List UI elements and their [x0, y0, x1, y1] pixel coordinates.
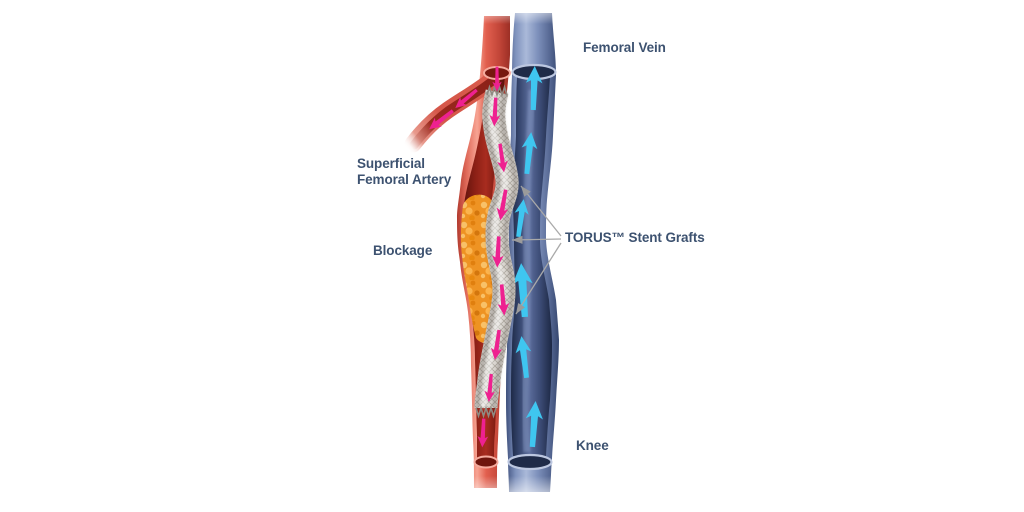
top-fade	[430, 0, 630, 24]
artery-branch-lumen	[409, 77, 496, 150]
artery-bottom-opening	[473, 455, 499, 469]
superficial-femoral-artery-label-line2: Femoral Artery	[357, 172, 452, 187]
superficial-femoral-artery-label-line1: Superficial	[357, 156, 425, 171]
stent-top-crown	[486, 84, 508, 98]
femoral-vein-label: Femoral Vein	[583, 40, 666, 55]
torus-stent-grafts-label: TORUS™ Stent Grafts	[565, 230, 705, 245]
vein-lumen	[511, 76, 552, 456]
knee-label: Knee	[576, 438, 609, 453]
leader-line-bottom	[515, 242, 562, 315]
stent-shading	[475, 91, 519, 409]
leader-line-top	[520, 185, 562, 237]
stent-leader-lines	[511, 185, 562, 315]
leader-line-middle	[511, 235, 562, 244]
femoral-vein-vessel	[506, 13, 559, 492]
bottom-fade	[430, 476, 630, 512]
stent-bottom-crown	[475, 405, 497, 419]
superficial-femoral-artery-label: Superficial Femoral Artery	[357, 156, 451, 188]
vein-bottom-opening	[507, 453, 553, 471]
blockage-label: Blockage	[373, 243, 433, 258]
